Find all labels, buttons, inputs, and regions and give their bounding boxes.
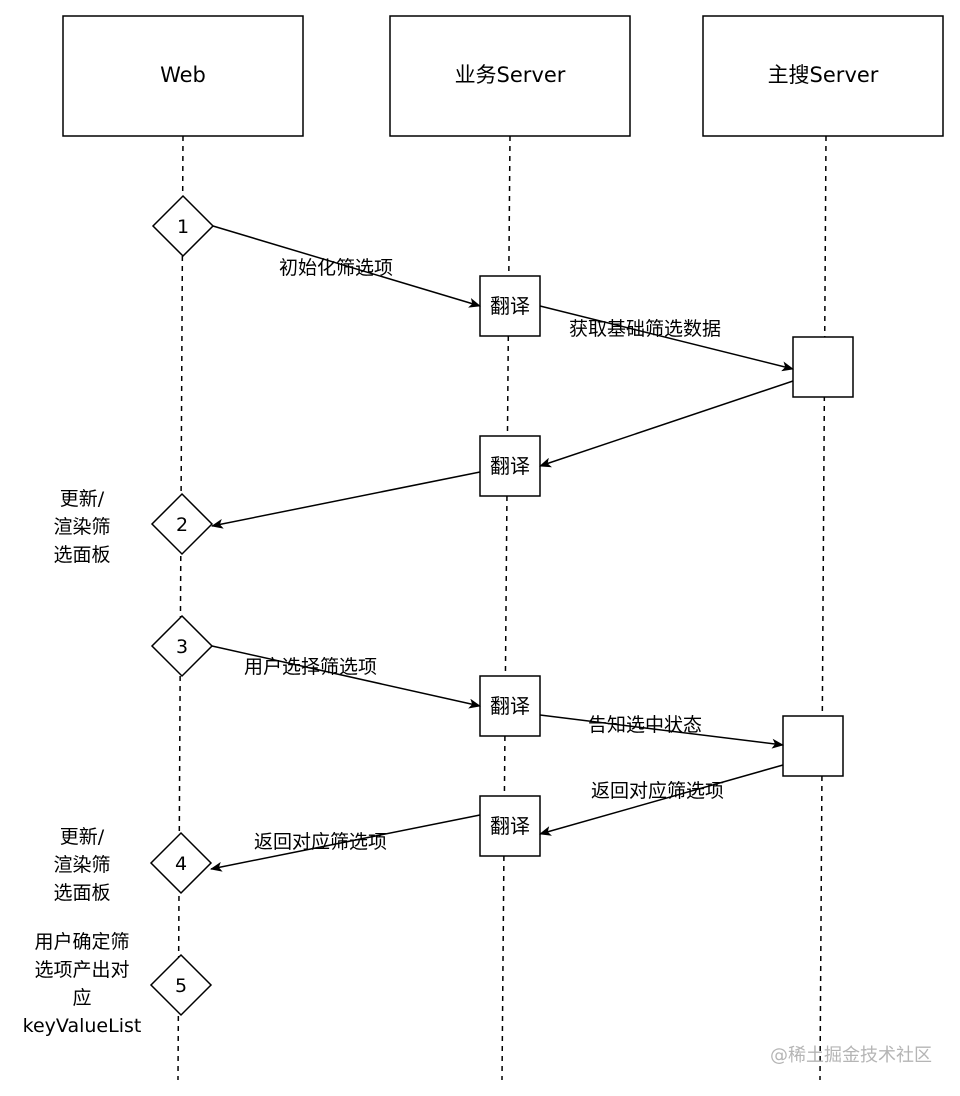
step-number: 4: [175, 853, 187, 875]
participant-web: Web: [62, 15, 304, 137]
note-line: 选面板: [53, 544, 110, 566]
note-line: 渲染筛: [53, 854, 110, 876]
message-label-return-web: 返回对应筛选项: [254, 831, 387, 853]
note-line: 更新/: [60, 488, 105, 510]
translate-box: 翻译: [479, 675, 541, 737]
message-arrow-update: [211, 471, 481, 529]
note-confirm-selection: 用户确定筛 选项产出对 应 keyValueList: [23, 931, 142, 1037]
message-arrow-response: [539, 380, 794, 468]
message-label-return-search: 返回对应筛选项: [591, 780, 724, 802]
note-line: 用户确定筛: [34, 931, 129, 953]
step-diamond-2: 2: [150, 492, 214, 556]
note-line: 选项产出对: [34, 959, 129, 981]
web-lifeline: [177, 135, 184, 1081]
participant-search-server: 主搜Server: [702, 15, 944, 137]
step-diamond-5: 5: [149, 953, 213, 1017]
message-arrow-return-web: [210, 814, 481, 872]
note-line: keyValueList: [23, 1015, 142, 1037]
message-arrow-notify: [539, 714, 784, 749]
watermark: @稀土掘金技术社区: [770, 1045, 932, 1066]
step-number: 1: [177, 216, 189, 238]
step-diamond-4: 4: [149, 831, 213, 895]
note-update-panel: 更新/ 渲染筛 选面板: [53, 488, 110, 566]
translate-label: 翻译: [490, 814, 530, 838]
search-activation-box: [782, 715, 844, 777]
translate-box: 翻译: [479, 795, 541, 857]
participant-biz-server-label: 业务Server: [455, 63, 566, 87]
search-activation-box: [792, 336, 854, 398]
search-lifeline: [819, 135, 827, 1081]
translate-box: 翻译: [479, 435, 541, 497]
translate-box: 翻译: [479, 275, 541, 337]
message-label-init: 初始化筛选项: [279, 257, 393, 279]
step-number: 2: [176, 514, 188, 536]
message-arrow-select: [211, 645, 481, 709]
message-label-notify: 告知选中状态: [588, 714, 702, 736]
message-label-fetch: 获取基础筛选数据: [569, 318, 721, 340]
participant-web-label: Web: [160, 63, 206, 87]
translate-label: 翻译: [490, 454, 530, 478]
step-number: 5: [175, 975, 187, 997]
step-diamond-3: 3: [150, 614, 214, 678]
message-arrow-init: [212, 225, 481, 308]
message-arrow-return-search: [539, 764, 784, 836]
note-update-panel: 更新/ 渲染筛 选面板: [53, 826, 110, 904]
participant-search-server-label: 主搜Server: [768, 63, 879, 87]
note-line: 更新/: [60, 826, 105, 848]
note-line: 渲染筛: [53, 516, 110, 538]
translate-label: 翻译: [490, 694, 530, 718]
note-line: 应: [72, 987, 91, 1009]
translate-label: 翻译: [490, 294, 530, 318]
step-diamond-1: 1: [151, 194, 215, 258]
message-arrow-fetch: [539, 305, 794, 372]
message-label-select: 用户选择筛选项: [244, 656, 377, 678]
step-number: 3: [176, 636, 188, 658]
biz-lifeline: [501, 135, 511, 1081]
participant-biz-server: 业务Server: [389, 15, 631, 137]
note-line: 选面板: [53, 882, 110, 904]
